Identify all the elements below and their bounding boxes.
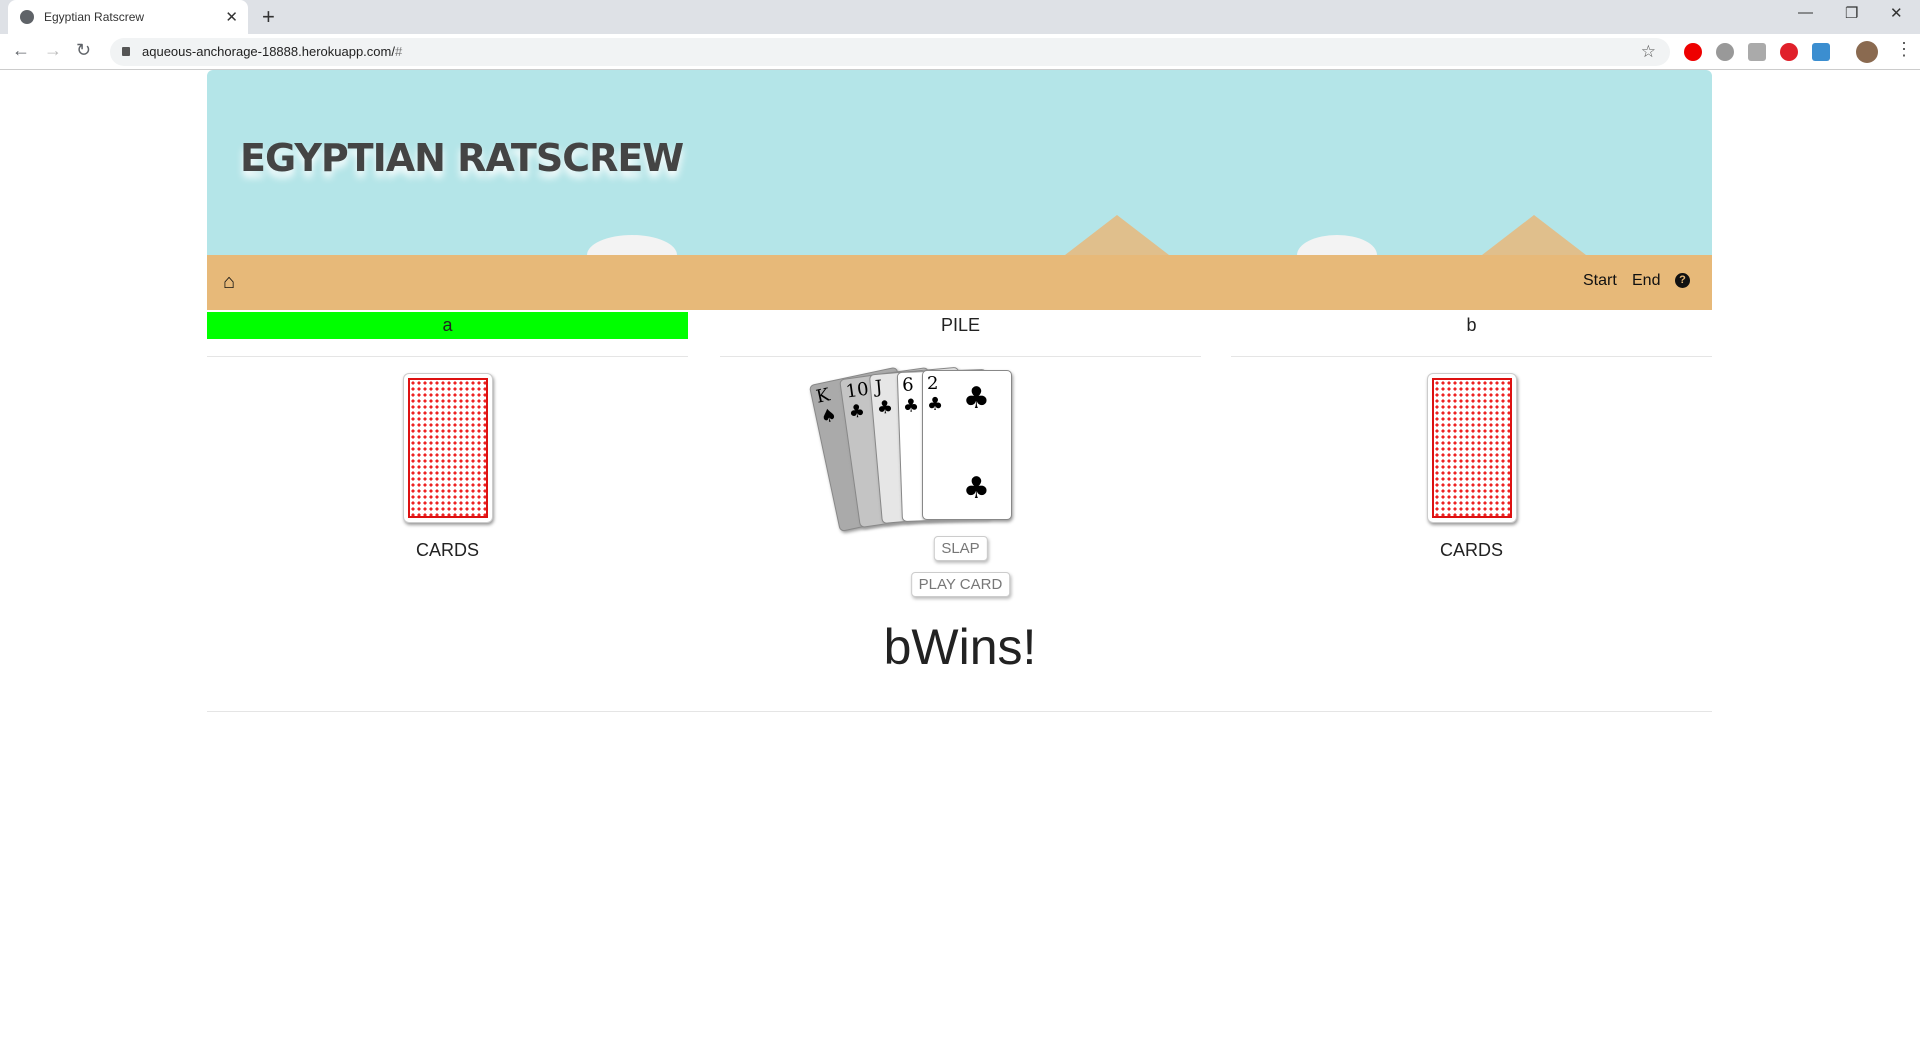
slap-button[interactable]: SLAP <box>933 536 988 561</box>
home-icon[interactable]: ⌂ <box>223 271 236 293</box>
pile-top-card: 2♣♣♣ <box>922 370 1012 520</box>
new-tab-button[interactable]: + <box>262 4 275 29</box>
card-rank: 6 <box>901 374 915 396</box>
address-bar-row: ← → ↻ aqueous-anchorage-18888.herokuapp.… <box>0 34 1920 70</box>
menu-icon[interactable]: ⋮ <box>1895 39 1913 59</box>
player-a-column: a CARDS <box>207 312 688 560</box>
cloud-decoration <box>1297 235 1377 255</box>
tab-strip: Egyptian Ratscrew ✕ + — ❐ ✕ <box>0 0 1920 34</box>
close-window-button[interactable]: ✕ <box>1890 5 1903 22</box>
card-pile: K♠ 10♣ J♣ 6♣ 2♣♣♣ <box>808 366 1020 540</box>
adblock-extension-icon[interactable] <box>1684 43 1702 61</box>
help-icon[interactable]: ? <box>1675 273 1690 288</box>
divider <box>1231 356 1712 357</box>
end-link[interactable]: End <box>1632 272 1661 289</box>
cards-label: CARDS <box>415 540 479 560</box>
back-icon[interactable]: ← <box>12 40 30 60</box>
card-rank: 10 <box>844 378 871 403</box>
pyramid-decoration <box>1482 215 1586 255</box>
divider <box>720 356 1201 357</box>
winner-message: bWins! <box>883 619 1037 675</box>
forward-icon[interactable]: → <box>44 40 62 60</box>
card-rank: 2 <box>927 373 939 394</box>
browser-tab[interactable]: Egyptian Ratscrew ✕ <box>8 0 248 34</box>
card-suit: ♣ <box>927 394 944 415</box>
cards-label: CARDS <box>1439 540 1503 560</box>
close-tab-icon[interactable]: ✕ <box>225 9 238 26</box>
player-b-deck <box>1427 373 1517 523</box>
tab-title: Egyptian Ratscrew <box>44 10 145 24</box>
player-b-column: b CARDS <box>1231 312 1712 560</box>
bookmark-star-icon[interactable]: ☆ <box>1640 42 1656 61</box>
extension-icon[interactable] <box>1716 43 1734 61</box>
profile-avatar[interactable] <box>1856 41 1878 63</box>
card-rank: K <box>814 384 832 408</box>
card-suit: ♠ <box>818 404 839 429</box>
player-name: b <box>1466 315 1477 335</box>
url-input[interactable]: aqueous-anchorage-18888.herokuapp.com/# ☆ <box>110 38 1670 66</box>
url-hash: # <box>394 44 403 59</box>
play-card-button[interactable]: PLAY CARD <box>910 572 1011 597</box>
start-link[interactable]: Start <box>1583 272 1617 289</box>
navbar: ⌂ Start End ? <box>207 255 1712 310</box>
url-text: aqueous-anchorage-18888.herokuapp.com/ <box>142 44 395 59</box>
divider <box>207 711 1712 712</box>
reload-icon[interactable]: ↻ <box>76 40 92 60</box>
pile-label: PILE <box>940 315 981 335</box>
globe-icon <box>20 10 34 24</box>
card-pip: ♣ <box>963 381 990 416</box>
cloud-decoration <box>587 235 677 255</box>
minimize-button[interactable]: — <box>1798 4 1813 21</box>
card-rank: J <box>874 376 884 399</box>
restore-button[interactable]: ❐ <box>1845 5 1859 22</box>
card-suit: ♣ <box>875 396 894 419</box>
header-banner: EGYPTIAN RATSCREW <box>207 70 1712 255</box>
player-name: a <box>207 312 688 339</box>
player-a-deck <box>403 373 493 523</box>
card-pip: ♣ <box>963 471 990 506</box>
creative-cloud-extension-icon[interactable] <box>1780 43 1798 61</box>
pyramid-decoration <box>1065 215 1169 255</box>
pile-column: PILE <box>720 312 1201 357</box>
divider <box>207 356 688 357</box>
card-suit: ♣ <box>902 395 920 417</box>
card-suit: ♣ <box>847 400 867 424</box>
bitwarden-extension-icon[interactable] <box>1812 43 1830 61</box>
lock-icon <box>122 47 130 56</box>
camera-extension-icon[interactable] <box>1748 43 1766 61</box>
page-title: EGYPTIAN RATSCREW <box>240 136 684 180</box>
